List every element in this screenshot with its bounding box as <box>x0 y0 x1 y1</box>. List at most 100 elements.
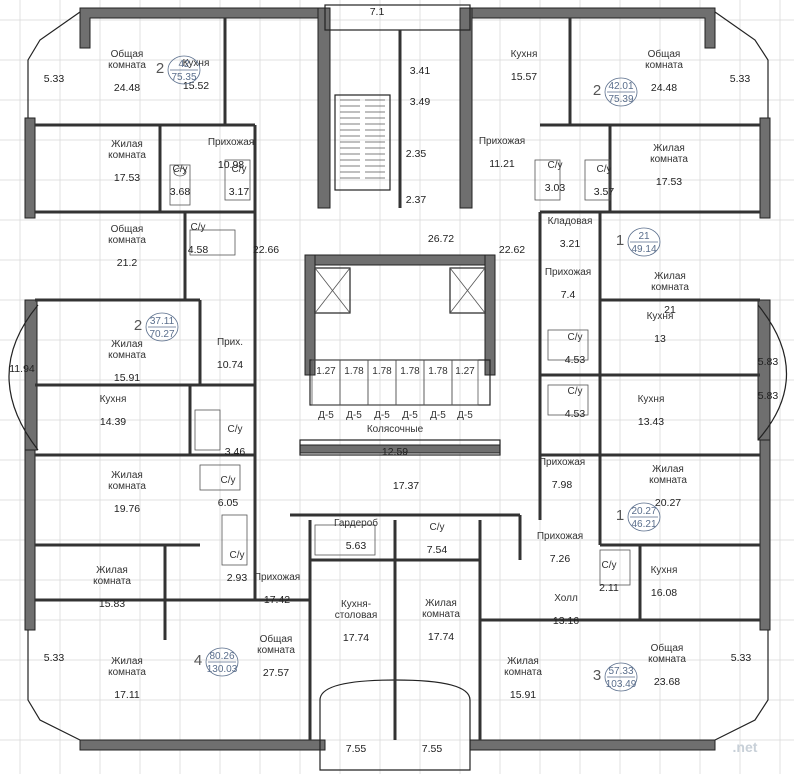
watermark-text: .net <box>733 739 758 755</box>
room-area: 26.72 <box>428 233 454 245</box>
room-area: 5.63 <box>346 540 367 552</box>
apartment-area-circle <box>205 647 239 677</box>
room-area: 5.33 <box>731 652 752 664</box>
room-area: 3.03 <box>545 182 566 194</box>
room-name: Кладовая <box>548 216 593 227</box>
room-name: Общая <box>111 223 144 235</box>
room-area: 2.93 <box>227 572 248 584</box>
room-name: Прих. <box>217 337 243 348</box>
room-area: 17.74 <box>343 632 369 644</box>
room-name: комната <box>651 282 689 293</box>
locker-area: 1.78 <box>344 366 364 377</box>
room-area: 19.76 <box>114 503 140 515</box>
room-name: С/у <box>430 522 445 533</box>
apartment-total-area: 46.21 <box>631 519 656 530</box>
room-name: комната <box>504 667 542 678</box>
room-area: 3.68 <box>170 186 191 198</box>
apartment-total-area: 49.14 <box>631 244 656 255</box>
room-name: Кухня <box>651 565 678 576</box>
locker-area: 1.78 <box>372 366 392 377</box>
storage-locker <box>451 359 479 406</box>
interior-walls <box>35 18 760 740</box>
apartment-rooms: 2 <box>134 317 142 334</box>
room-name: комната <box>648 654 686 665</box>
room-area: 4.53 <box>565 408 586 420</box>
apartment-rooms: 1 <box>616 507 624 524</box>
room-area: 4.58 <box>188 244 209 256</box>
room-area: 13.43 <box>638 416 664 428</box>
room-labels: Общаякомната24.48Кухня15.525.33Жилаякомн… <box>9 6 778 755</box>
room-area: 15.91 <box>114 372 140 384</box>
room-area: 5.33 <box>730 73 751 85</box>
apartment-total-area: 70.27 <box>149 329 174 340</box>
room-name: Жилая <box>654 271 686 282</box>
door-mark: Д-5 <box>457 410 473 421</box>
room-name: Прихожая <box>545 267 591 278</box>
room-name: Жилая <box>111 470 143 481</box>
room-name: комната <box>93 576 131 587</box>
room-name: Кухня <box>100 394 127 405</box>
door-mark: Д-5 <box>430 410 446 421</box>
apartment-living-area: 42 <box>178 59 190 70</box>
room-area: 7.55 <box>422 743 443 755</box>
apartment-rooms: 4 <box>194 652 202 669</box>
apartment-area-circle <box>627 227 661 257</box>
room-name: комната <box>108 481 146 492</box>
room-name: С/у <box>597 164 612 175</box>
room-name: С/у <box>228 424 243 435</box>
apartment-area-circle <box>604 662 638 692</box>
apartment-area-circle <box>627 502 661 532</box>
door-mark: Д-5 <box>402 410 418 421</box>
room-area: 5.33 <box>44 652 65 664</box>
room-area: 13.16 <box>553 615 579 627</box>
room-name: Колясочные <box>367 424 424 435</box>
room-area: 17.53 <box>114 172 140 184</box>
room-name: столовая <box>335 610 378 621</box>
room-name: Общая <box>111 48 144 60</box>
room-name: Кухня- <box>341 599 371 610</box>
apartment-area-circle <box>604 77 638 107</box>
exterior-walls <box>24 7 771 751</box>
room-area: 3.41 <box>410 65 431 77</box>
room-area: 16.08 <box>651 587 677 599</box>
locker-area: 1.78 <box>428 366 448 377</box>
room-name: Прихожая <box>254 572 300 583</box>
room-area: 3.17 <box>229 186 250 198</box>
room-name: Жилая <box>111 139 143 150</box>
room-area: 17.53 <box>656 176 682 188</box>
room-name: комната <box>108 150 146 161</box>
apartment-rooms: 1 <box>616 232 624 249</box>
apartment-total-area: 103.49 <box>606 679 637 690</box>
apartment-total-area: 75.39 <box>608 94 633 105</box>
apartment-total-area: 130.03 <box>207 664 238 675</box>
room-name: комната <box>645 60 683 71</box>
room-area: 11.94 <box>9 363 35 375</box>
room-name: С/у <box>232 164 247 175</box>
room-name: Прихожая <box>539 457 585 468</box>
apartment-living-area: 57.33 <box>608 666 633 677</box>
room-area: 23.68 <box>654 676 680 688</box>
room-name: Кухня <box>511 49 538 60</box>
room-name: комната <box>108 667 146 678</box>
apartment-area-circle <box>167 55 201 85</box>
locker-area: 1.78 <box>400 366 420 377</box>
room-name: Общая <box>651 642 684 654</box>
room-area: 2.37 <box>406 194 427 206</box>
room-area: 22.66 <box>253 244 279 256</box>
room-area: 7.4 <box>561 289 576 301</box>
fixtures <box>169 159 631 586</box>
room-name: Кухня <box>647 311 674 322</box>
apartment-living-area: 20.27 <box>631 506 656 517</box>
apartment-living-area: 42.01 <box>608 81 633 92</box>
room-name: Холл <box>554 593 578 604</box>
room-area: 10.74 <box>217 359 243 371</box>
room-name: Жилая <box>653 143 685 154</box>
room-name: комната <box>650 154 688 165</box>
room-area: 15.57 <box>511 71 537 83</box>
room-area: 17.74 <box>428 631 454 643</box>
locker-area: 1.27 <box>455 366 475 377</box>
room-area: 21 <box>664 304 676 316</box>
room-area: 7.26 <box>550 553 571 565</box>
